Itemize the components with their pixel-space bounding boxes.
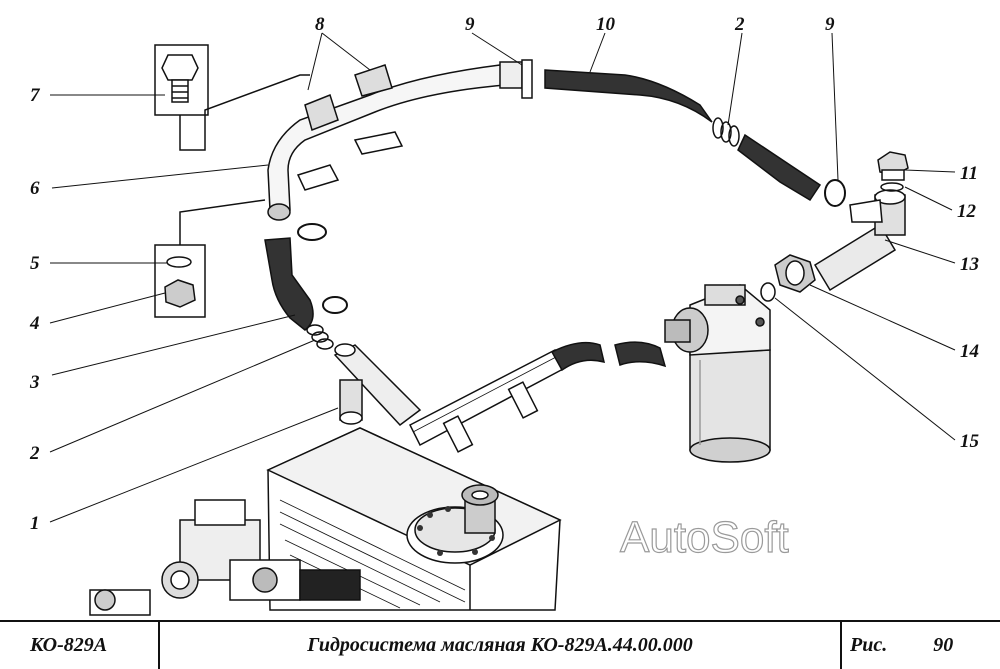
elbow-fitting [813,189,906,292]
hydraulic-system-drawing: 7 6 5 4 3 2 1 8 9 10 2 9 11 12 13 14 15 … [29,14,980,616]
hose-clamp-upper [297,223,327,241]
callout-9-top: 9 [465,14,475,35]
figure-cell: Рис. 90 [842,622,1000,669]
union-nut [774,254,816,293]
model-cell: КО-829А [0,622,160,669]
callout-14: 14 [960,341,979,362]
callout-10: 10 [596,14,616,35]
callout-1: 1 [30,513,40,534]
callout-5: 5 [30,253,40,274]
tee-fitting [333,343,422,427]
model-label: КО-829А [30,634,108,656]
washer [880,182,904,192]
pump-assembly [89,499,361,616]
callout-7: 7 [30,85,41,106]
callout-13: 13 [960,254,979,275]
hose-fitting-top [521,59,533,99]
figure-label: Рис. [850,634,888,656]
pressure-pipe [408,341,667,453]
callout-11: 11 [960,163,978,184]
watermark: AutoSoft [620,513,789,562]
oil-filter [664,284,771,463]
title-block: КО-829А Гидросистема масляная КО-829А.44… [0,620,1000,669]
hose-clamp-lower [322,296,348,314]
return-hose [544,69,822,202]
callout-8: 8 [315,14,325,35]
bolt-detail-box [154,44,310,151]
suction-hose [264,237,314,331]
oil-tank [266,427,562,611]
callout-6: 6 [30,178,40,199]
nut-detail-box [154,199,266,318]
o-ring [760,282,776,302]
figure-number: 90 [933,634,954,656]
drawing-title-cell: Гидросистема масляная КО-829А.44.00.000 [160,622,842,669]
drawing-title: Гидросистема масляная КО-829А.44.00.000 [307,634,693,656]
callout-9-right: 9 [825,14,835,35]
callout-3: 3 [29,372,40,393]
plug [877,151,909,181]
callout-4: 4 [29,313,40,334]
callout-2-lower: 2 [29,443,40,464]
spring-top [712,117,740,147]
spring-lower [306,324,334,350]
callout-15: 15 [960,431,980,452]
callout-12: 12 [957,201,977,222]
callout-2-top: 2 [734,14,745,35]
hose-clamp-right [824,179,846,207]
steel-pipe [267,61,523,221]
